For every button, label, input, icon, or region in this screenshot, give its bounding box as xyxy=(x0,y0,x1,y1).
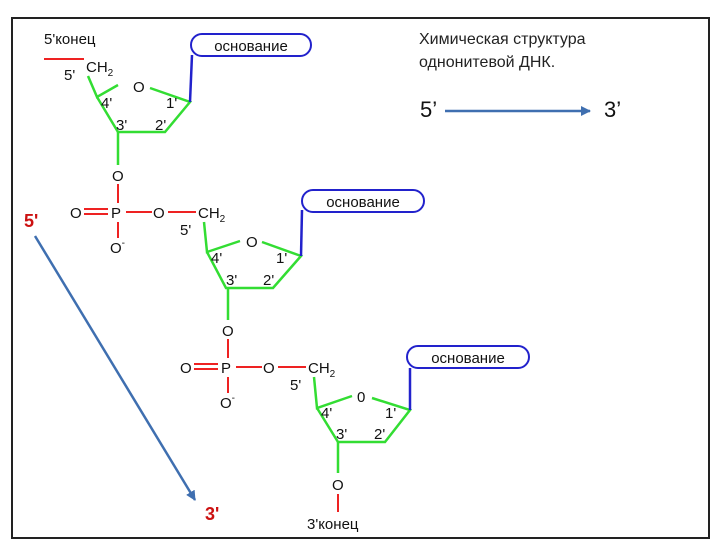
carbon-3-label: 3' xyxy=(226,272,237,289)
ch2-label: CH2 xyxy=(198,205,226,225)
base-label: основание xyxy=(326,194,400,211)
carbon-1-label: 1' xyxy=(166,95,177,112)
carbon-4-label: 4' xyxy=(211,250,222,267)
phosphate-double-oxygen: O xyxy=(70,205,82,222)
direction-start-label: 5’ xyxy=(420,97,437,122)
frame-border xyxy=(11,17,710,539)
carbon-2-label: 2' xyxy=(155,117,166,134)
phosphate-top-oxygen: O xyxy=(112,168,124,185)
carbon-1-label: 1' xyxy=(385,405,396,422)
phosphate-right-oxygen: O xyxy=(153,205,165,222)
base-bond xyxy=(188,54,194,103)
carbon-5-label: 5' xyxy=(64,67,75,84)
title-line-2: однонитевой ДНК. xyxy=(419,54,555,71)
sugar-c5-bond xyxy=(202,221,241,254)
carbon-5-label: 5' xyxy=(180,222,191,239)
sugar-c5-bond xyxy=(86,75,119,99)
carbon-3-label: 3' xyxy=(336,426,347,443)
title-line-1: Химическая структура xyxy=(419,31,586,48)
ch2-label: CH2 xyxy=(308,360,336,380)
nucleotide-2: CH2 5' O 4' 1' 3' 2' основание xyxy=(180,189,425,320)
phosphorus: P xyxy=(111,205,121,222)
three-prime-oxygen: O xyxy=(332,477,344,494)
base-box xyxy=(301,189,425,213)
base-box xyxy=(190,33,312,57)
carbon-4-label: 4' xyxy=(321,405,332,422)
carbon-5-label: 5' xyxy=(290,377,301,394)
three-prime-end-label: 3'конец xyxy=(307,516,359,533)
direction-end-label: 3’ xyxy=(604,97,621,122)
ring-oxygen: 0 xyxy=(357,389,365,406)
carbon-4-label: 4' xyxy=(101,95,112,112)
phosphate-1: O P O O O- xyxy=(70,168,196,257)
sugar-ring xyxy=(315,396,413,444)
base-label: основание xyxy=(431,350,505,367)
carbon-2-label: 2' xyxy=(263,272,274,289)
left-arrow-start-label: 5' xyxy=(24,211,38,231)
five-prime-end-label: 5'конец xyxy=(44,31,96,48)
ring-oxygen: O xyxy=(246,234,258,251)
phosphate-top-oxygen: O xyxy=(222,323,234,340)
nucleotide-3: CH2 5' 0 4' 1' 3' 2' основание O 3'конец xyxy=(290,345,530,533)
phosphate-minus-oxygen: O- xyxy=(220,393,235,412)
phosphate-right-oxygen: O xyxy=(263,360,275,377)
carbon-3-label: 3' xyxy=(116,117,127,134)
sugar-ring xyxy=(95,86,193,134)
phosphate-minus-oxygen: O- xyxy=(110,238,125,257)
sugar-ring xyxy=(205,240,304,290)
ring-oxygen: O xyxy=(133,79,145,96)
base-box xyxy=(406,345,530,369)
base-bond xyxy=(299,209,304,257)
phosphate-2: O P O O O- xyxy=(180,323,306,412)
nucleotide-1: 5'конец 5' CH2 O 4' 1' 3' 2' основание xyxy=(44,31,312,165)
ch2-label: CH2 xyxy=(86,59,114,79)
base-label: основание xyxy=(214,38,288,55)
phosphorus: P xyxy=(221,360,231,377)
carbon-1-label: 1' xyxy=(276,250,287,267)
left-arrow-end-label: 3' xyxy=(205,504,219,524)
sugar-c5-bond xyxy=(312,376,353,410)
left-arrow xyxy=(33,235,197,501)
carbon-2-label: 2' xyxy=(374,426,385,443)
phosphate-double-oxygen: O xyxy=(180,360,192,377)
